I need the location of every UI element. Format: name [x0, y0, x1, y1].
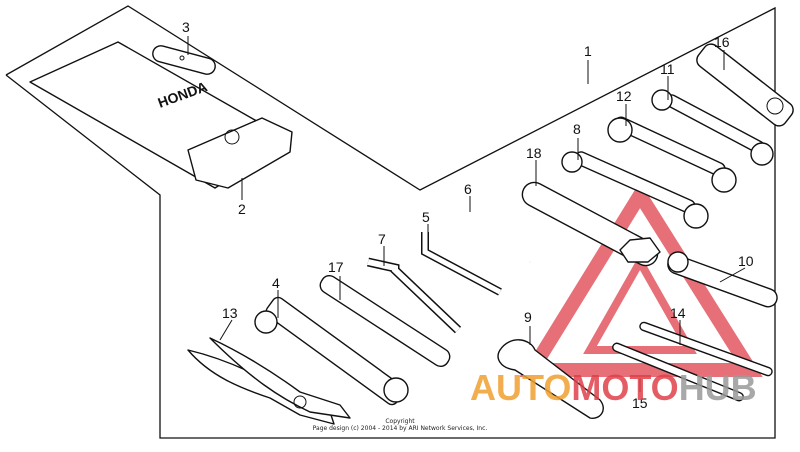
- kit-frame: [5, 5, 776, 439]
- watermark-auto: AUTO: [470, 367, 571, 408]
- hex-key-6: [466, 206, 531, 264]
- tool-pouch: HONDA: [29, 41, 293, 189]
- callout-18: 18: [526, 145, 542, 161]
- callout-14: 14: [670, 305, 686, 321]
- socket-wrench: [696, 43, 794, 127]
- callout-11: 11: [660, 61, 675, 77]
- open-end-wrench-11: [651, 89, 774, 166]
- watermark-logo: [519, 181, 763, 377]
- callout-13: 13: [222, 305, 238, 321]
- bar-17: [319, 274, 451, 368]
- watermark-hub: HUB: [679, 367, 757, 408]
- svg-text:AUTOMOTOHUB: AUTOMOTOHUB: [470, 367, 757, 408]
- callout-16: 16: [714, 34, 730, 50]
- spark-plug-wrench: [254, 296, 409, 406]
- watermark-moto: MOTO: [571, 367, 678, 408]
- callout-12: 12: [616, 88, 632, 104]
- callout-8: 8: [573, 121, 581, 137]
- combination-wrench-8: [561, 151, 709, 229]
- hex-key-7: [367, 257, 462, 334]
- callout-7: 7: [378, 231, 386, 247]
- callout-10: 10: [738, 253, 754, 269]
- callout-15: 15: [632, 395, 648, 411]
- copyright-line-2: Page design (c) 2004 - 2014 by ARI Netwo…: [313, 425, 488, 432]
- callout-labels: 1 2 3 4 5 6 7 8 9 10 11 12 13 14 15 16 1…: [182, 19, 754, 411]
- callout-4: 4: [272, 275, 280, 291]
- hook-spanner: [497, 339, 604, 419]
- callout-2: 2: [238, 201, 246, 217]
- pouch-clip: [152, 45, 216, 75]
- callout-17: 17: [328, 259, 344, 275]
- callout-9: 9: [524, 309, 532, 325]
- pliers: [187, 337, 351, 425]
- screwdriver-15: [612, 342, 744, 402]
- copyright-line-1: Copyright: [385, 418, 415, 425]
- callout-6: 6: [464, 181, 472, 197]
- watermark-text: AUTOMOTOHUB: [470, 367, 757, 408]
- copyright-notice: Copyright Page design (c) 2004 - 2014 by…: [313, 418, 488, 432]
- hex-key-5: [421, 232, 502, 296]
- flat-wrench-18: [521, 181, 661, 267]
- callout-5: 5: [422, 209, 430, 225]
- callout-3: 3: [182, 19, 190, 35]
- leader-lines: [187, 36, 746, 392]
- callout-1: 1: [584, 43, 592, 59]
- screwdriver-14: [639, 321, 773, 377]
